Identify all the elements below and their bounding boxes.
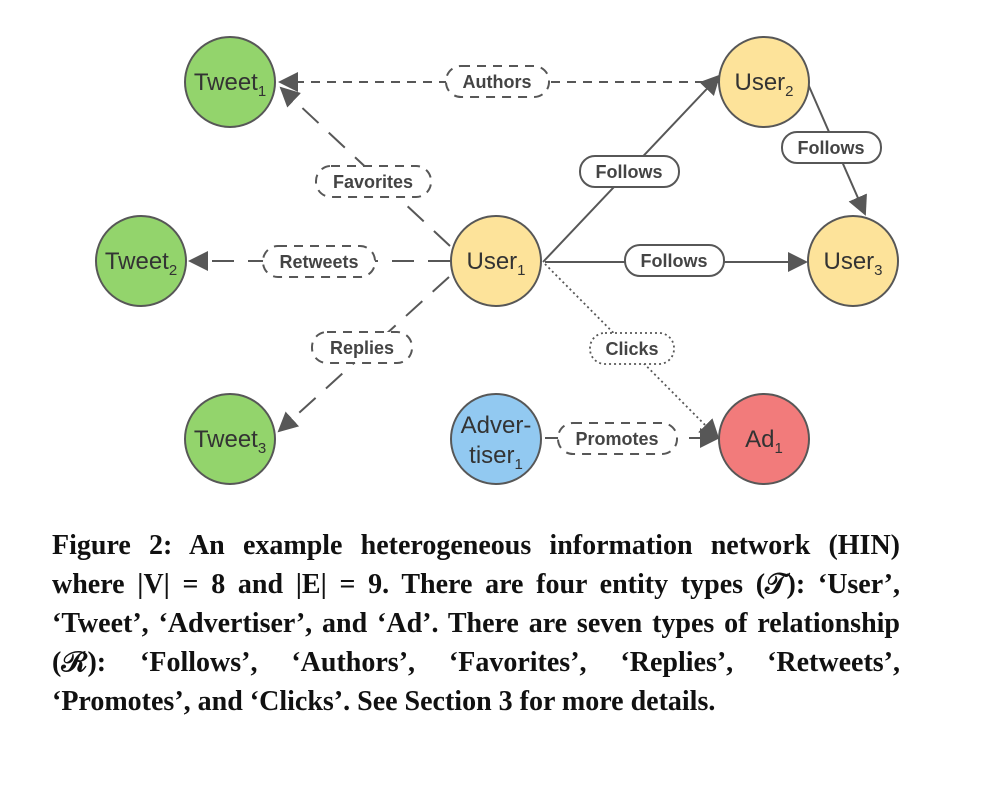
svg-text:Adver-: Adver- [461,412,532,439]
node-user2: User2 [718,36,810,128]
label-follows-u2-u3: Follows [781,131,882,164]
label-authors: Authors [445,65,550,98]
svg-text:Tweet1: Tweet1 [194,69,266,100]
label-clicks: Clicks [589,332,675,365]
svg-text:Follows: Follows [596,162,663,182]
svg-text:User3: User3 [823,248,882,279]
svg-text:Ad1: Ad1 [745,426,783,457]
label-follows-u1-u3: Follows [624,244,725,277]
label-promotes: Promotes [557,422,678,455]
node-tweet2: Tweet2 [95,215,187,307]
svg-text:Authors: Authors [463,72,532,92]
label-favorites: Favorites [315,165,432,198]
svg-text:User1: User1 [466,248,525,279]
node-advertiser1: Adver- tiser1 [450,393,542,485]
label-retweets: Retweets [262,245,376,278]
figure-caption: Figure 2: An example heterogeneous infor… [52,530,900,717]
svg-text:Replies: Replies [330,338,394,358]
svg-text:Tweet3: Tweet3 [194,426,266,457]
node-tweet3: Tweet3 [184,393,276,485]
svg-text:Favorites: Favorites [333,172,413,192]
node-user3: User3 [807,215,899,307]
svg-text:Follows: Follows [798,138,865,158]
svg-text:Clicks: Clicks [605,339,658,359]
svg-text:Tweet2: Tweet2 [105,248,177,279]
svg-text:Retweets: Retweets [279,252,358,272]
svg-text:tiser1: tiser1 [469,442,523,473]
node-user1: User1 [450,215,542,307]
node-tweet1: Tweet1 [184,36,276,128]
svg-text:User2: User2 [734,69,793,100]
svg-text:Promotes: Promotes [575,429,658,449]
edge-clicks [544,263,720,440]
label-follows-u1-u2: Follows [579,155,680,188]
hin-diagram: Authors Favorites Retweets Replies Follo… [95,36,899,485]
label-replies: Replies [311,331,413,364]
svg-text:Follows: Follows [641,251,708,271]
node-ad1: Ad1 [718,393,810,485]
